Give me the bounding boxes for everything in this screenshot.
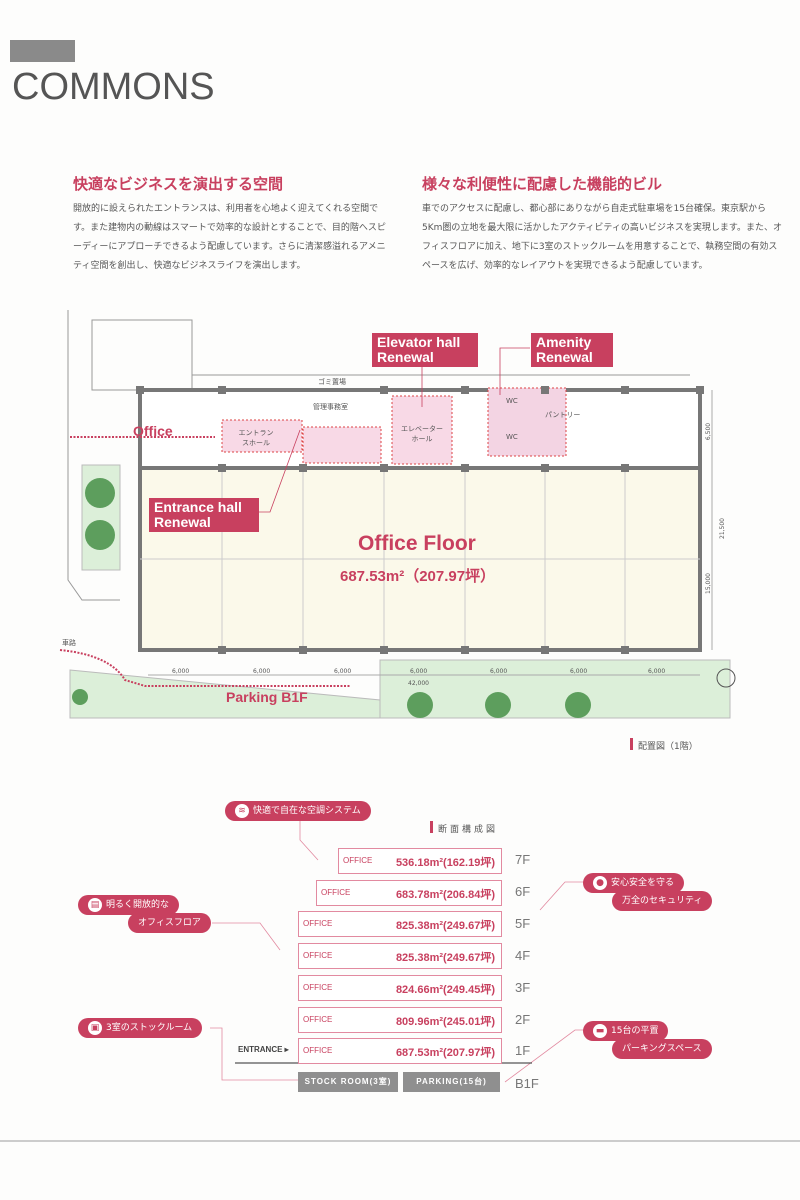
callout-text: 15台の平置: [611, 1026, 659, 1036]
floor-label: OFFICE: [303, 1015, 333, 1024]
entrance-text: ENTRANCE: [238, 1045, 283, 1054]
lock-icon: ●: [593, 875, 607, 890]
wc-label-1: WC: [506, 397, 518, 405]
plan-caption: 配置図（1階）: [638, 742, 698, 752]
callout-security-2: 万全のセキュリティ: [612, 891, 713, 911]
section-body-1: 開放的に設えられたエントランスは、利用者を心地よく迎えてくれる空間です。また建物…: [73, 204, 386, 271]
car-icon: ▬: [593, 1023, 607, 1038]
office-floor-title: Office Floor: [358, 532, 476, 555]
dim-1: 6,000: [172, 668, 190, 675]
entrance-hall-label: エントランスホール: [238, 429, 274, 447]
callout-parking-2: パーキングスペース: [612, 1039, 712, 1059]
office-arrow-label: Office: [133, 423, 173, 439]
bottom-divider: [0, 1140, 800, 1142]
parking-arrow-label: Parking B1F: [226, 689, 308, 705]
floor-area: 536.18m²(162.19坪): [395, 857, 495, 869]
floor-area: 825.38m²(249.67坪): [395, 920, 495, 932]
dim-total: 42,000: [408, 680, 429, 687]
floor-label: OFFICE: [303, 919, 333, 928]
dim-6: 6,000: [570, 668, 588, 675]
floor-area: 825.38m²(249.67坪): [395, 952, 495, 964]
callout-air-conditioning: ≋ 快適で自在な空調システム: [225, 801, 371, 821]
parking-box: PARKING(15台): [403, 1072, 500, 1092]
elevator-hall-label: エレベーターホール: [401, 425, 443, 443]
callout-text: 快適で自在な空調システム: [253, 806, 361, 816]
callout-text: 安心安全を守る: [611, 878, 675, 888]
floor-level-1f: 1F: [515, 1043, 531, 1058]
floor-area: 809.96m²(245.01坪): [395, 1016, 495, 1028]
floor-level-3f: 3F: [515, 980, 531, 995]
callout-open-floor-2: オフィスフロア: [128, 913, 211, 933]
floor-label: OFFICE: [303, 951, 333, 960]
callout-stock-room: ▣ 3室のストックルーム: [78, 1018, 203, 1038]
section-heading-2: 様々な利便性に配慮した機能的ビル: [422, 175, 663, 193]
air-wave-icon: ≋: [235, 803, 249, 818]
dim-3: 6,000: [334, 668, 352, 675]
callout-text: 3室のストックルーム: [106, 1023, 193, 1033]
header-tab: [10, 40, 75, 62]
garbage-room-label: ゴミ置場: [318, 378, 346, 386]
floor-label: OFFICE: [303, 983, 333, 992]
dim-5: 6,000: [490, 668, 508, 675]
side-dim-1: 6,500: [705, 422, 713, 441]
dim-7: 6,000: [648, 668, 666, 675]
box-icon: ▣: [88, 1020, 102, 1035]
road-label: 車路: [62, 639, 76, 647]
floor-row-6f: OFFICE 683.78m²(206.84坪): [316, 880, 502, 906]
floor-row-4f: OFFICE 825.38m²(249.67坪): [298, 943, 502, 969]
floor-level-4f: 4F: [515, 948, 531, 963]
floor-level-5f: 5F: [515, 916, 531, 931]
floor-row-5f: OFFICE 825.38m²(249.67坪): [298, 911, 502, 937]
floor-label: OFFICE: [343, 856, 373, 865]
floor-label: OFFICE: [303, 1046, 333, 1055]
entrance-hall-renewal-tag: Entrance hall Renewal: [149, 498, 259, 532]
management-office-label: 管理事務室: [313, 403, 348, 411]
callout-text: 明るく開放的な: [106, 900, 170, 910]
dim-4: 6,000: [410, 668, 428, 675]
page-title: COMMONS: [12, 66, 215, 108]
stock-room-box: STOCK ROOM(3室): [298, 1072, 398, 1092]
floor-row-7f: OFFICE 536.18m²(162.19坪): [338, 848, 502, 874]
office-floor-area: 687.53m²（207.97坪）: [340, 568, 496, 585]
floor-row-3f: OFFICE 824.66m²(249.45坪): [298, 975, 502, 1001]
floor-level-6f: 6F: [515, 884, 531, 899]
callout-parking-1: ▬ 15台の平置: [583, 1021, 669, 1041]
dim-2: 6,000: [253, 668, 271, 675]
floor-area: 687.53m²(207.97坪): [395, 1047, 495, 1059]
floor-row-2f: OFFICE 809.96m²(245.01坪): [298, 1007, 502, 1033]
side-dim-3: 21,500: [719, 518, 726, 539]
floor-level-7f: 7F: [515, 852, 531, 867]
floor-row-1f: OFFICE 687.53m²(207.97坪): [298, 1038, 502, 1064]
entrance-label: ENTRANCE ▸: [238, 1045, 289, 1054]
section-caption: 断面構成図: [438, 825, 499, 835]
amenity-renewal-tag: Amenity Renewal: [531, 333, 613, 367]
section-body-2: 車でのアクセスに配慮し、都心部にありながら自走式駐車場を15台確保。東京駅から5…: [422, 204, 782, 271]
side-dim-2: 15,000: [705, 573, 712, 594]
office-icon: ▤: [88, 897, 102, 912]
floor-level-b1f: B1F: [515, 1076, 539, 1091]
floor-level-2f: 2F: [515, 1012, 531, 1027]
wc-label-2: WC: [506, 433, 518, 441]
section-heading-1: 快適なビジネスを演出する空間: [73, 175, 284, 193]
elevator-hall-renewal-tag: Elevator hall Renewal: [372, 333, 478, 367]
floor-label: OFFICE: [321, 888, 351, 897]
floor-area: 683.78m²(206.84坪): [395, 889, 495, 901]
pantry-label: パントリー: [545, 411, 581, 419]
callout-security-1: ● 安心安全を守る: [583, 873, 685, 893]
callout-open-floor-1: ▤ 明るく開放的な: [78, 895, 180, 915]
floor-area: 824.66m²(249.45坪): [395, 984, 495, 996]
